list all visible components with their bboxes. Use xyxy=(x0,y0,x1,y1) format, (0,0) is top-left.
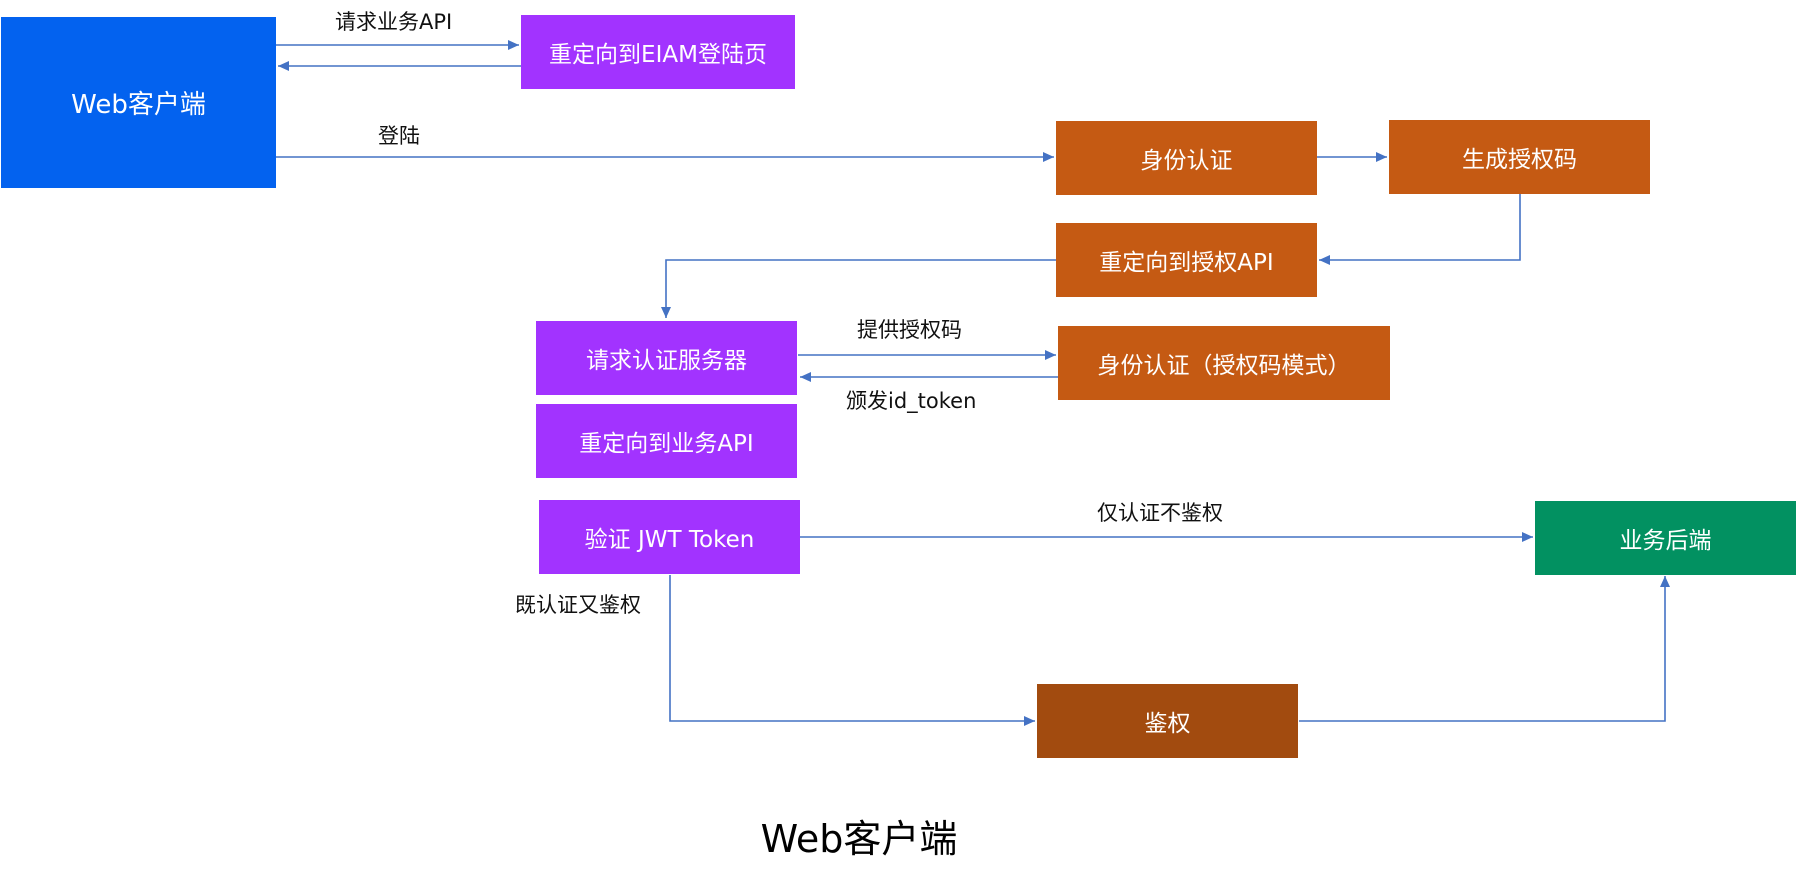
identity-auth-code-mode-node: 身份认证（授权码模式） xyxy=(1058,326,1390,400)
redirect-auth-api-node: 重定向到授权API xyxy=(1056,223,1317,297)
arrow-auth-and-authorize xyxy=(669,575,1035,726)
edge-label-request-business-api: 请求业务API xyxy=(335,10,453,34)
verify-jwt-node: 验证 JWT Token xyxy=(539,500,800,574)
diagram-caption: Web客户端 xyxy=(760,817,958,861)
edge-label-login: 登陆 xyxy=(378,124,420,148)
arrow-generate-code-to-redirect-auth-api xyxy=(1319,194,1521,265)
arrow-authorize-to-backend xyxy=(1299,576,1670,722)
request-auth-server-node: 请求认证服务器 xyxy=(536,321,797,395)
edge-label-auth-only: 仅认证不鉴权 xyxy=(1097,501,1223,525)
web-client-node: Web客户端 xyxy=(1,17,276,188)
arrow-redirect-auth-api-to-auth-server xyxy=(661,259,1056,318)
edge-label-provide-code: 提供授权码 xyxy=(857,318,962,342)
generate-code-node: 生成授权码 xyxy=(1389,120,1650,194)
edge-label-auth-and-authorize: 既认证又鉴权 xyxy=(515,593,641,617)
edge-label-issue-id-token: 颁发id_token xyxy=(846,389,977,413)
redirect-eiam-node: 重定向到EIAM登陆页 xyxy=(521,15,795,89)
identity-auth-node: 身份认证 xyxy=(1056,121,1317,195)
business-backend-node: 业务后端 xyxy=(1535,501,1796,575)
authorize-node: 鉴权 xyxy=(1037,684,1298,758)
redirect-business-api-node: 重定向到业务API xyxy=(536,404,797,478)
